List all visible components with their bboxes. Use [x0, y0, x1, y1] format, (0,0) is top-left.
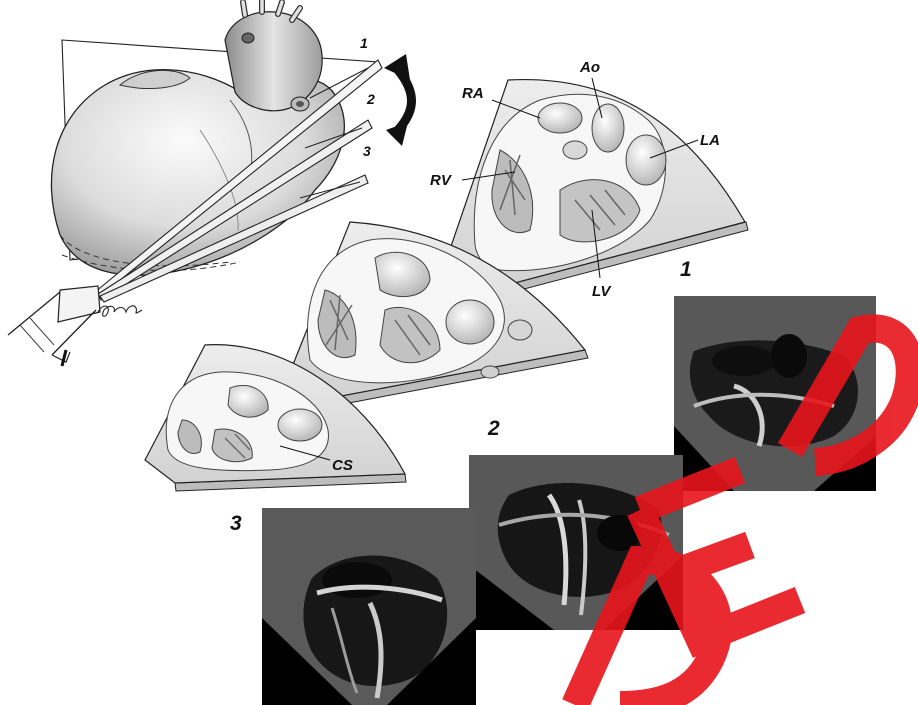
echo-image-view-2: [469, 455, 683, 630]
rotation-arrow-icon: [384, 54, 412, 146]
aorta-vessel: [225, 12, 322, 111]
view-number-2: 2: [487, 417, 500, 440]
view-number-3: 3: [230, 512, 242, 535]
plane-label-2: 2: [366, 91, 375, 107]
label-ao: Ao: [579, 59, 600, 76]
transducer-probe: [8, 286, 100, 366]
echo-image-view-3: [262, 508, 476, 705]
label-cs: CS: [332, 457, 353, 474]
artist-signature: [98, 306, 142, 316]
label-ra: RA: [462, 85, 484, 102]
label-rv: RV: [430, 172, 453, 189]
plane-label-3: 3: [363, 143, 371, 159]
echo-image-view-1: [674, 296, 876, 491]
plane-label-1: 1: [360, 35, 368, 51]
view-number-1: 1: [680, 258, 692, 281]
label-lv: LV: [592, 283, 612, 300]
label-la: LA: [700, 132, 720, 149]
